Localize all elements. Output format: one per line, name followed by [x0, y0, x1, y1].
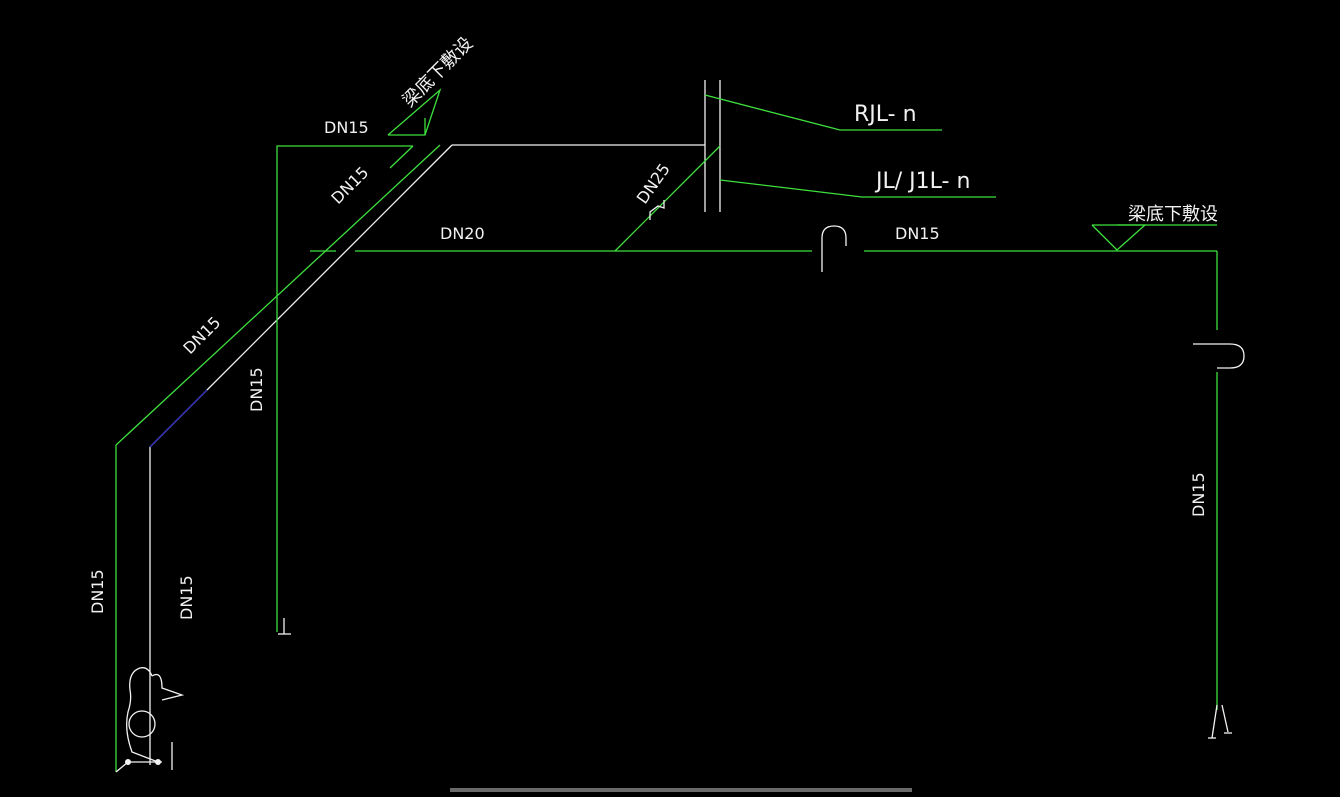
horizontal-scrollbar[interactable] — [450, 788, 912, 792]
label-main-run: DN20 — [440, 224, 485, 243]
label-right-drop: DN15 — [1189, 472, 1208, 517]
riser-tag-cold: JL/ J1L- n — [874, 169, 970, 194]
riser-leader-hot — [704, 94, 942, 131]
label-top-branch: DN15 — [324, 118, 369, 137]
beam-note-marker-right — [1091, 224, 1217, 251]
top-branch-pipe — [276, 145, 414, 632]
white-top-run — [149, 144, 705, 765]
crossover-hump — [821, 225, 847, 272]
right-end-fixture — [1208, 704, 1232, 739]
label-right-run: DN15 — [895, 224, 940, 243]
beam-note-left: 梁底下敷设 — [399, 33, 477, 111]
label-vertical-mid: DN15 — [247, 367, 266, 412]
right-crossover-hump — [1193, 343, 1245, 369]
label-left-outer: DN15 — [88, 569, 107, 614]
label-diag-upper: DN15 — [327, 163, 372, 208]
riser-tag-hot: RJL- n — [854, 102, 917, 127]
riser-branch-dn25 — [614, 145, 721, 252]
blue-pipe-segment — [149, 389, 208, 448]
middle-vertical-end-cap — [278, 618, 291, 635]
valve-marker-dn25 — [649, 200, 665, 220]
beam-note-right: 梁底下敷设 — [1128, 204, 1218, 225]
left-bottom-fixture — [115, 667, 185, 773]
right-run-dn15 — [864, 250, 1218, 710]
riser-leader-cold — [719, 179, 996, 198]
beam-note-marker-left — [387, 87, 442, 136]
label-left-inner: DN15 — [177, 575, 196, 620]
riser-stack — [704, 80, 721, 212]
label-riser-branch: DN25 — [633, 160, 674, 207]
green-outer-pipe — [115, 144, 441, 772]
